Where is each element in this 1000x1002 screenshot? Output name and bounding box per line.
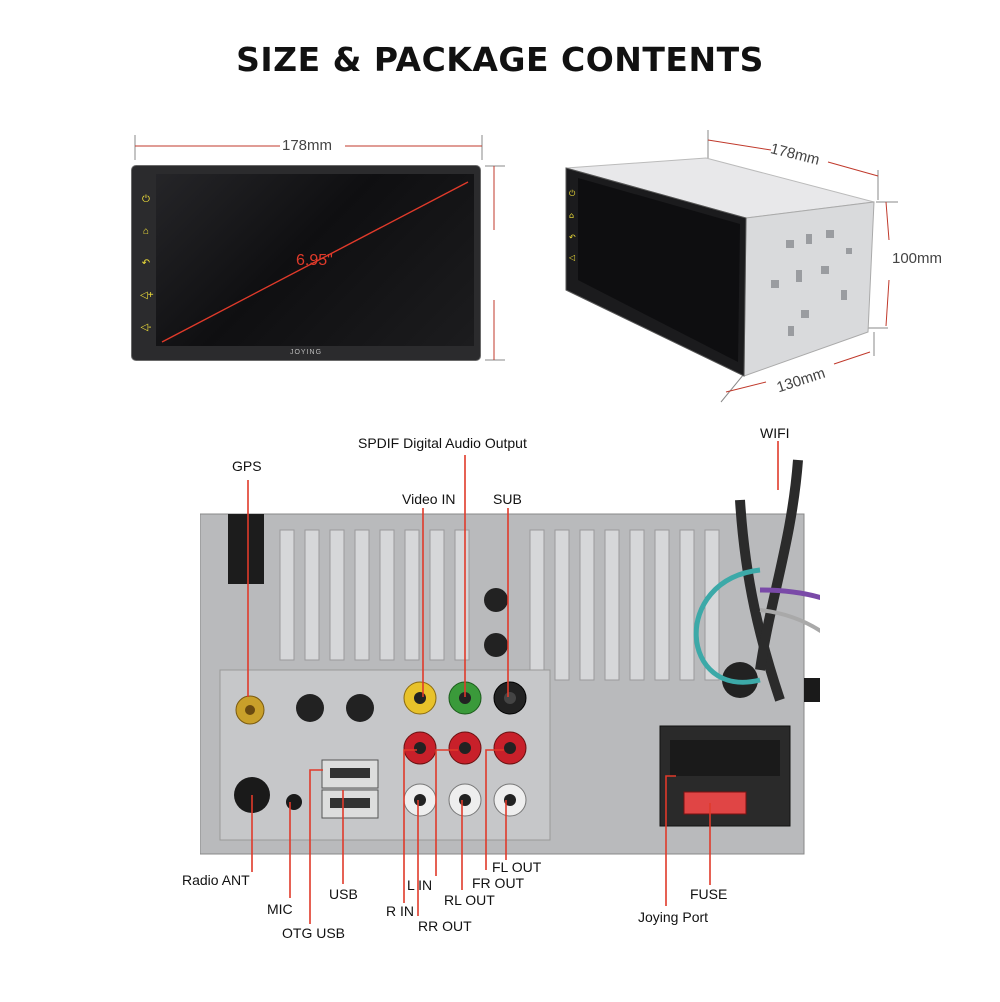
page-title: SIZE & PACKAGE CONTENTS bbox=[236, 40, 764, 79]
power-icon: ⏻ bbox=[142, 194, 150, 205]
label-radio-ant: Radio ANT bbox=[182, 872, 250, 888]
rear-panel bbox=[200, 459, 820, 855]
label-usb: USB bbox=[329, 886, 358, 902]
label-video-in: Video IN bbox=[402, 491, 456, 507]
label-fl-out: FL OUT bbox=[492, 859, 542, 875]
front-side-buttons: ⏻ ⌂ ↶ ◁+ ◁- bbox=[140, 194, 154, 354]
label-joying-port: Joying Port bbox=[638, 909, 709, 925]
volume-up-icon: ◁+ bbox=[140, 290, 154, 301]
label-r-in: R IN bbox=[386, 903, 414, 919]
label-mic: MIC bbox=[267, 901, 293, 917]
head-unit-box: ⏻ ⌂ ↶ ◁ bbox=[565, 130, 898, 403]
label-sub: SUB bbox=[493, 491, 522, 507]
label-gps: GPS bbox=[232, 458, 262, 474]
label-rr-out: RR OUT bbox=[418, 918, 472, 934]
back-icon: ↶ bbox=[141, 258, 151, 269]
box-volume-icon: ◁ bbox=[568, 253, 575, 262]
label-rl-out: RL OUT bbox=[444, 892, 495, 908]
label-l-in: L IN bbox=[407, 877, 433, 893]
front-dimension-lines bbox=[134, 135, 505, 361]
box-back-icon: ↶ bbox=[568, 233, 576, 242]
box-home-icon: ⌂ bbox=[569, 211, 574, 220]
screen-diagonal bbox=[161, 181, 469, 343]
front-brand: JOYING bbox=[289, 349, 323, 356]
label-spdif: SPDIF Digital Audio Output bbox=[358, 435, 527, 451]
front-screen: 6.95" bbox=[156, 174, 474, 346]
volume-down-icon: ◁- bbox=[140, 322, 152, 333]
home-icon: ⌂ bbox=[142, 226, 150, 237]
label-otg-usb: OTG USB bbox=[282, 925, 346, 941]
box-power-icon: ⏻ bbox=[569, 189, 576, 198]
label-fr-out: FR OUT bbox=[472, 875, 525, 891]
label-fuse: FUSE bbox=[690, 886, 728, 902]
label-wifi: WIFI bbox=[760, 425, 790, 441]
box-height-label: 100mm bbox=[892, 250, 943, 267]
front-width-label: 178mm bbox=[282, 137, 333, 154]
head-unit-front: ⏻ ⌂ ↶ ◁+ ◁- 6.95" JOYING bbox=[132, 166, 480, 360]
diagonal-label: 6.95" bbox=[296, 252, 333, 269]
